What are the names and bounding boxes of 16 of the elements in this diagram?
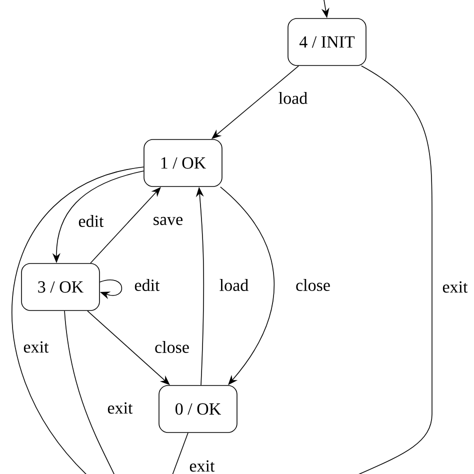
state-box: 1 / OK bbox=[144, 139, 222, 187]
state-box: 0 / OK bbox=[158, 385, 238, 433]
edge-label: edit bbox=[77, 214, 105, 228]
edge-label: exit bbox=[22, 340, 50, 354]
edge-label: exit bbox=[106, 401, 134, 415]
arrow bbox=[100, 280, 122, 300]
state-box: 4 / INIT bbox=[288, 18, 366, 66]
edge-label: edit bbox=[133, 278, 161, 292]
edge-label: exit bbox=[188, 459, 216, 473]
edge-label: close bbox=[294, 278, 332, 292]
edge-label: load bbox=[277, 91, 309, 105]
edge-label: save bbox=[152, 216, 184, 226]
edge-label: load bbox=[218, 278, 250, 292]
edge-label: exit bbox=[441, 280, 469, 294]
state-box: 3 / OK bbox=[21, 263, 100, 311]
edge-label: close bbox=[154, 340, 190, 354]
